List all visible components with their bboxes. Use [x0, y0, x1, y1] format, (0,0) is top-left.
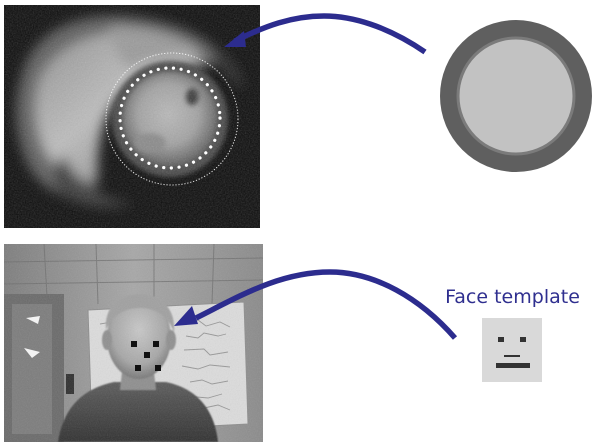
detected-circle-boundary	[118, 66, 222, 170]
face-template-example: Face template	[0, 238, 602, 444]
circle-template-example	[4, 5, 592, 228]
face-template-label: Face template	[445, 286, 580, 308]
template-inner-disk	[456, 36, 576, 156]
arrow-head	[224, 31, 246, 47]
face-template	[482, 318, 542, 382]
template-mouth	[496, 363, 530, 368]
circle-template-arrow	[224, 13, 427, 55]
face-template-arrow	[174, 269, 458, 340]
template-nose	[504, 355, 520, 357]
mri-heart-drawing	[4, 5, 260, 228]
outer-search-circle	[105, 52, 239, 186]
arrow-head	[174, 306, 198, 326]
mri-heart-image	[4, 5, 260, 228]
template-left-eye	[498, 337, 504, 342]
template-face-background	[482, 318, 542, 382]
person-photo-drawing	[4, 244, 263, 442]
face-feature-markers	[131, 341, 161, 371]
circle-template	[440, 20, 592, 172]
person-photo	[4, 244, 263, 442]
template-right-eye	[520, 337, 526, 342]
